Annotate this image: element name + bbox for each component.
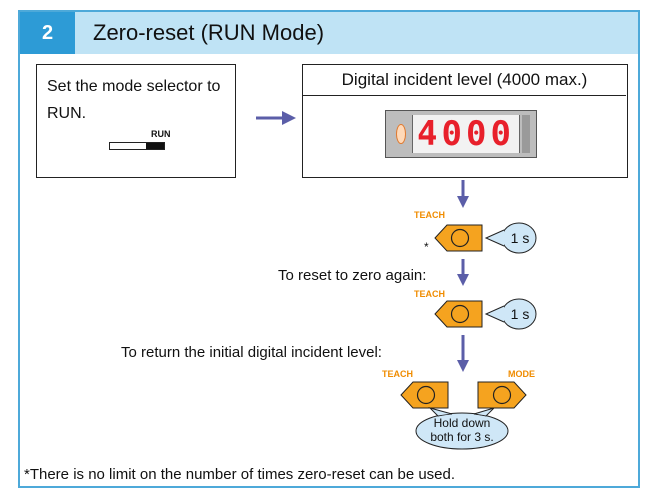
mode-button[interactable] <box>477 381 527 409</box>
switch-knob <box>146 143 164 149</box>
step-number: 2 <box>20 12 75 54</box>
mode-selector-box: Set the mode selector to RUN. RUN <box>36 64 236 178</box>
arrow-down-head-icon-1 <box>457 196 469 208</box>
run-switch-label: RUN <box>151 129 171 139</box>
indicator-led-icon <box>396 124 406 144</box>
display-screen: 4000 <box>412 115 520 153</box>
digital-display: 4000 <box>385 110 537 158</box>
asterisk-mark: * <box>424 240 429 254</box>
mode-selector-switch[interactable] <box>109 142 165 150</box>
mode-label: MODE <box>508 369 535 379</box>
display-value: 4000 <box>417 114 515 154</box>
step-header: 2 Zero-reset (RUN Mode) <box>20 12 638 54</box>
reset-again-label: To reset to zero again: <box>278 267 427 284</box>
teach-label-3: TEACH <box>382 369 413 379</box>
teach-button-3[interactable] <box>400 381 449 409</box>
display-box-title: Digital incident level (4000 max.) <box>303 65 626 96</box>
arrow-right-head-icon <box>282 111 296 125</box>
mode-selector-instruction: Set the mode selector to RUN. <box>47 78 221 122</box>
display-box: Digital incident level (4000 max.) 4000 <box>302 64 628 178</box>
arrow-down-head-icon-2 <box>457 274 469 286</box>
teach-button-2[interactable] <box>434 300 483 328</box>
footnote: *There is no limit on the number of time… <box>24 466 456 483</box>
hold-both-bubble: Hold down both for 3 s. <box>415 407 509 450</box>
duration-text-2: 1 s <box>511 306 530 322</box>
duration-bubble-2 <box>484 298 537 330</box>
hold-both-line2: both for 3 s. <box>430 430 493 444</box>
duration-bubble-1 <box>484 222 537 254</box>
arrow-down-head-icon-3 <box>457 360 469 372</box>
teach-button-1[interactable] <box>434 224 483 252</box>
step-panel: 2 Zero-reset (RUN Mode) Set the mode sel… <box>18 10 640 488</box>
teach-label-1: TEACH <box>414 210 445 220</box>
flow-graphics: Hold down both for 3 s. 1 s 1 s <box>256 111 537 450</box>
return-initial-label: To return the initial digital incident l… <box>121 344 382 361</box>
step-title: Zero-reset (RUN Mode) <box>93 20 325 45</box>
teach-label-2: TEACH <box>414 289 445 299</box>
duration-text-1: 1 s <box>511 230 530 246</box>
display-end-cap <box>522 115 530 153</box>
hold-both-line1: Hold down <box>434 416 491 430</box>
